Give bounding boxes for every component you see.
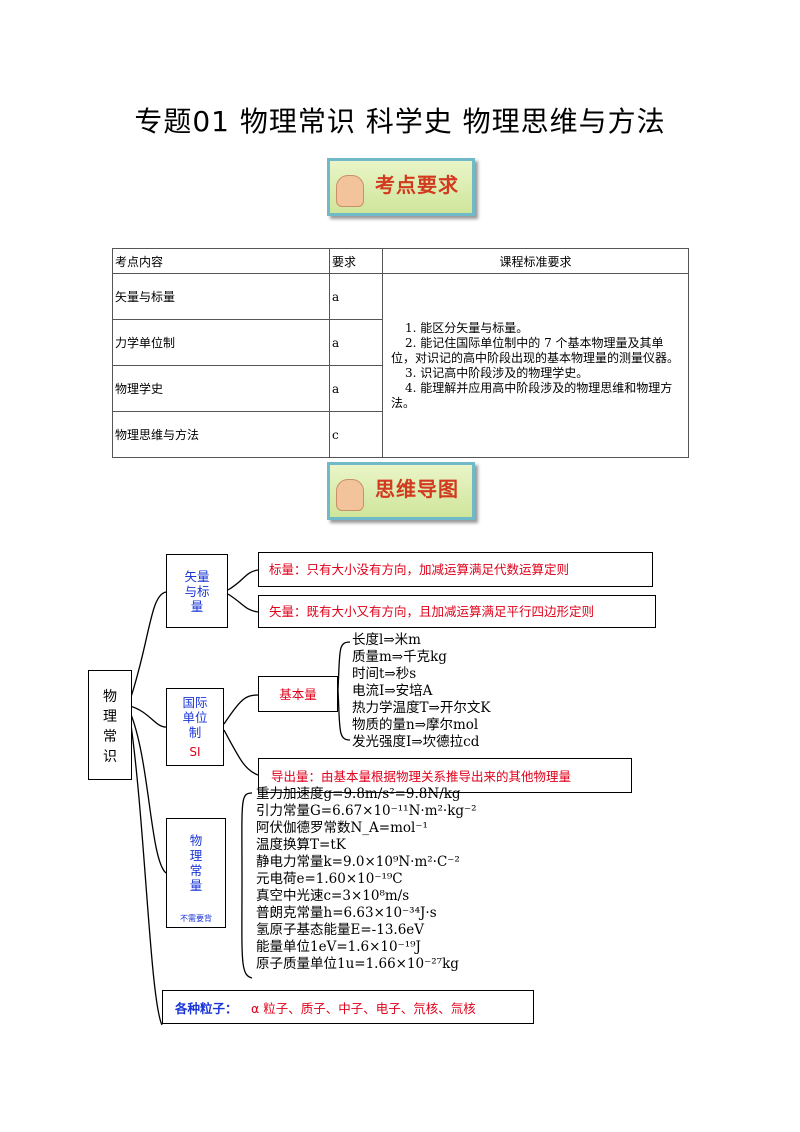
- root-label: 物理常识: [103, 689, 117, 765]
- si-node: 国际单位制 SI: [166, 688, 224, 766]
- hand-icon: [336, 175, 364, 207]
- constants-list: 重力加速度g=9.8m/s²=9.8N/kg 引力常量G=6.67×10⁻¹¹N…: [256, 786, 477, 973]
- vector-node: 矢量与标量: [166, 554, 228, 628]
- siwei-banner: 思维导图: [327, 462, 475, 520]
- siwei-banner-label: 思维导图: [375, 477, 459, 501]
- unit-item: 物质的量n⇒摩尔mol: [352, 717, 479, 733]
- si-label: 国际单位制: [182, 695, 208, 740]
- level-cell: a: [329, 365, 383, 412]
- base-units-list: 长度l⇒米m 质量m⇒千克kg 时间t⇒秒s 电流I⇒安培A 热力学温度T⇒开尔…: [352, 632, 490, 751]
- level-cell: c: [329, 411, 383, 458]
- unit-item: 热力学温度T⇒开尔文K: [352, 700, 491, 716]
- si-sub: SI: [189, 745, 201, 759]
- topic-cell: 物理学史: [112, 365, 330, 412]
- particles-value: α 粒子、质子、中子、电子、氘核、氚核: [251, 1001, 476, 1016]
- topic-cell: 物理思维与方法: [112, 411, 330, 458]
- derived-text: 导出量：由基本量根据物理关系推导出来的其他物理量: [271, 769, 572, 784]
- table-header-row: 考点内容 要求 课程标准要求: [112, 248, 689, 274]
- constant-item: 温度换算T=tK: [256, 837, 346, 853]
- table-row: 矢量与标量 a 1. 能区分矢量与标量。 2. 能记住国际单位制中的 7 个基本…: [112, 273, 689, 458]
- standard-item: 3. 识记高中阶段涉及的物理学史。: [405, 365, 589, 380]
- topic-cell: 力学单位制: [112, 319, 330, 366]
- basic-node: 基本量: [258, 676, 338, 712]
- constant-item: 原子质量单位1u=1.66×10⁻²⁷kg: [256, 956, 459, 972]
- constants-label: 物理常量: [189, 833, 203, 893]
- unit-item: 时间t⇒秒s: [352, 666, 417, 682]
- derived-note: 导出量：由基本量根据物理关系推导出来的其他物理量: [258, 758, 632, 793]
- hand-icon: [336, 479, 364, 511]
- scalar-text: 标量：只有大小没有方向，加减运算满足代数运算定则: [269, 562, 570, 577]
- table-row: 物理思维与方法 c: [112, 411, 689, 458]
- level-cell: a: [329, 319, 383, 366]
- constant-item: 阿伏伽德罗常数N_A=mol⁻¹: [256, 820, 428, 836]
- vector-text: 矢量：既有大小又有方向，且加减运算满足平行四边形定则: [269, 604, 595, 619]
- constant-item: 引力常量G=6.67×10⁻¹¹N·m²·kg⁻²: [256, 803, 477, 819]
- constant-item: 能量单位1eV=1.6×10⁻¹⁹J: [256, 939, 421, 955]
- constant-item: 元电荷e=1.60×10⁻¹⁹C: [256, 871, 403, 887]
- standards-cell: 1. 能区分矢量与标量。 2. 能记住国际单位制中的 7 个基本物理量及其单位，…: [382, 273, 689, 458]
- standard-item: 2. 能记住国际单位制中的 7 个基本物理量及其单位，对识记的高中阶段出现的基本…: [391, 335, 680, 365]
- constants-node: 物理常量 不需要背: [166, 818, 226, 928]
- kaodian-banner-label: 考点要求: [375, 173, 459, 197]
- particles-label: 各种粒子：: [175, 1001, 238, 1016]
- header-topic: 考点内容: [112, 248, 330, 274]
- constants-note: 不需要背: [180, 914, 212, 923]
- header-standard: 课程标准要求: [382, 248, 689, 274]
- unit-item: 电流I⇒安培A: [352, 683, 433, 699]
- basic-label: 基本量: [279, 687, 317, 702]
- constant-item: 静电力常量k=9.0×10⁹N·m²·C⁻²: [256, 854, 460, 870]
- scalar-note: 标量：只有大小没有方向，加减运算满足代数运算定则: [258, 552, 653, 587]
- table-row: 物理学史 a: [112, 365, 689, 412]
- standard-item: 1. 能区分矢量与标量。: [405, 320, 529, 335]
- constant-item: 重力加速度g=9.8m/s²=9.8N/kg: [256, 786, 461, 802]
- particles-node: 各种粒子： α 粒子、质子、中子、电子、氘核、氚核: [162, 990, 534, 1024]
- constant-item: 普朗克常量h=6.63×10⁻³⁴J·s: [256, 905, 437, 921]
- root-node: 物理常识: [88, 670, 132, 780]
- vector-note: 矢量：既有大小又有方向，且加减运算满足平行四边形定则: [258, 595, 656, 628]
- requirements-table: 考点内容 要求 课程标准要求 矢量与标量 a 1. 能区分矢量与标量。 2. 能…: [112, 248, 689, 458]
- unit-item: 质量m⇒千克kg: [352, 649, 447, 665]
- unit-item: 长度l⇒米m: [352, 632, 421, 648]
- kaodian-banner: 考点要求: [327, 158, 475, 216]
- page-title: 专题01 物理常识 科学史 物理思维与方法: [134, 105, 666, 138]
- vector-label: 矢量与标量: [184, 569, 210, 614]
- table-row: 力学单位制 a: [112, 319, 689, 366]
- constant-item: 氢原子基态能量E=-13.6eV: [256, 922, 425, 938]
- standard-item: 4. 能理解并应用高中阶段涉及的物理思维和物理方法。: [391, 380, 673, 410]
- constant-item: 真空中光速c=3×10⁸m/s: [256, 888, 410, 904]
- unit-item: 发光强度I⇒坎德拉cd: [352, 734, 480, 750]
